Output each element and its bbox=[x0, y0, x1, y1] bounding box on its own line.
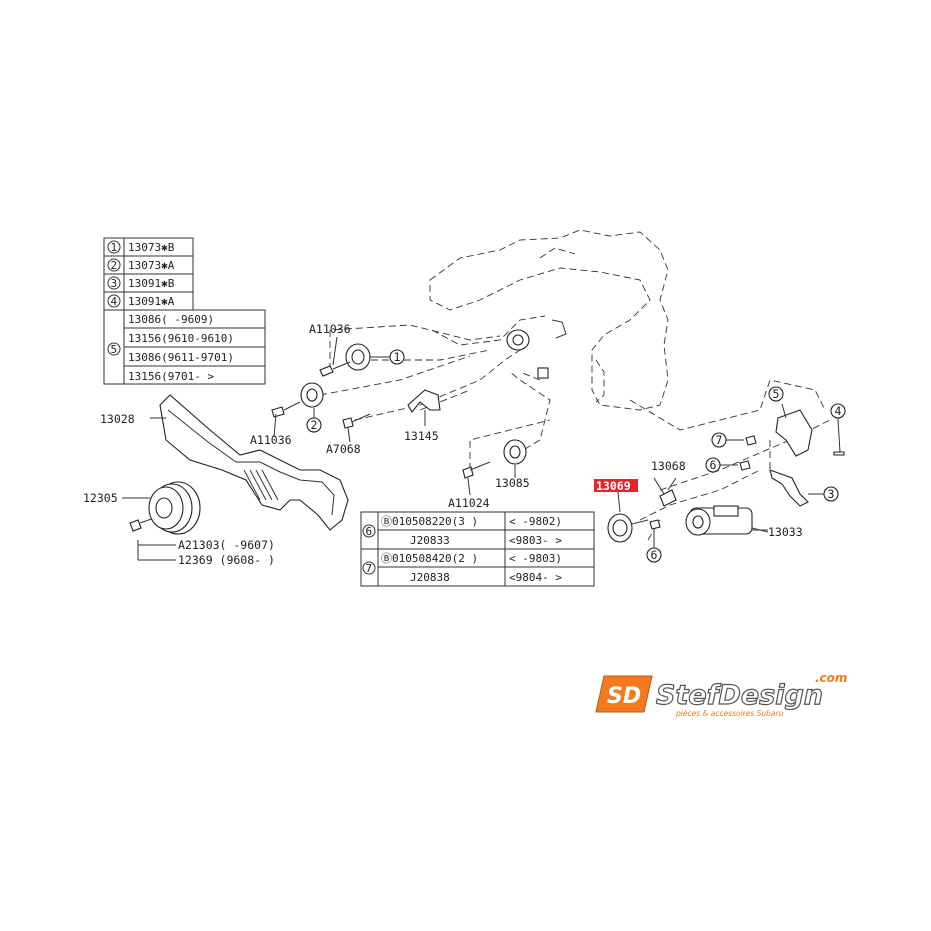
table2-date-7a: < -9803) bbox=[509, 552, 562, 565]
bolts bbox=[129, 361, 757, 532]
reference-table-2: 6 Ⓑ010508220(3 ) < -9802) J20833 <9803- … bbox=[360, 511, 595, 587]
callouts: 1 2 3 4 5 6 6 7 bbox=[306, 349, 846, 563]
tensioner-assembly-13033 bbox=[685, 505, 769, 536]
logo-domain: .com bbox=[815, 671, 847, 685]
table2-key-6: 6 bbox=[366, 525, 373, 538]
label-13028: 13028 bbox=[100, 412, 135, 426]
label-a21303: A21303( -9607) bbox=[178, 538, 275, 552]
label-a7068: A7068 bbox=[326, 442, 361, 456]
crank-pulley-12305 bbox=[148, 481, 201, 535]
table1-key-2: 2 bbox=[111, 259, 118, 272]
table1-key-1: 1 bbox=[111, 241, 118, 254]
label-13069: 13069 bbox=[596, 479, 631, 493]
leader-lines bbox=[122, 336, 839, 561]
idler-pulley-2 bbox=[300, 382, 324, 420]
table1-part-4: 13091✱A bbox=[128, 295, 175, 308]
callout-5: 5 bbox=[773, 387, 780, 401]
label-13145: 13145 bbox=[404, 429, 439, 443]
table1-key-4: 4 bbox=[111, 295, 118, 308]
routing-lines bbox=[319, 324, 831, 541]
table1-part-3: 13091✱B bbox=[128, 277, 175, 290]
reference-table-1: 1 13073✱B 2 13073✱A 3 13091✱B 4 13091✱A … bbox=[103, 237, 266, 385]
callout-4: 4 bbox=[835, 404, 842, 418]
table1-group-row-4: 13156(9701- > bbox=[128, 370, 214, 383]
label-a11024: A11024 bbox=[448, 496, 490, 510]
idler-pulley-1 bbox=[345, 343, 390, 371]
timing-belt-13028 bbox=[159, 394, 349, 531]
tensioner-pulley-13069 bbox=[607, 513, 649, 543]
part-labels: A11036 A11036 13028 12305 A21303( -9607)… bbox=[83, 322, 803, 567]
idler-pulley-top bbox=[506, 319, 567, 379]
table1-key-5: 5 bbox=[111, 343, 118, 356]
logo-mark-text: SD bbox=[607, 684, 641, 709]
label-13033: 13033 bbox=[768, 525, 803, 539]
table2-part-6a: Ⓑ010508220(3 ) bbox=[381, 515, 478, 528]
callout-6a: 6 bbox=[710, 458, 717, 472]
callout-6b: 6 bbox=[651, 548, 658, 562]
part-3-bracket bbox=[769, 469, 809, 507]
table2-key-7: 7 bbox=[366, 562, 373, 575]
callout-3: 3 bbox=[828, 487, 835, 501]
label-13068: 13068 bbox=[651, 459, 686, 473]
table2-part-7a: Ⓑ010508420(2 ) bbox=[381, 552, 478, 565]
label-a11036-mid: A11036 bbox=[250, 433, 292, 447]
callout-1: 1 bbox=[394, 350, 401, 364]
table1-part-2: 13073✱A bbox=[128, 259, 175, 272]
table2-date-6a: < -9802) bbox=[509, 515, 562, 528]
logo-brand: StefDesign bbox=[656, 680, 823, 711]
table2-part-7b: J20838 bbox=[410, 571, 450, 584]
table1-key-3: 3 bbox=[111, 277, 118, 290]
bracket-5 bbox=[775, 403, 813, 457]
logo-tagline: pièces & accessoires Subaru bbox=[675, 709, 784, 718]
table2-part-6b: J20833 bbox=[410, 534, 450, 547]
callout-7: 7 bbox=[716, 433, 723, 447]
label-a11036-top: A11036 bbox=[309, 322, 351, 336]
table2-date-6b: <9803- > bbox=[509, 534, 562, 547]
table1-group-row-3: 13086(9611-9701) bbox=[128, 351, 234, 364]
highlight-13069 bbox=[594, 479, 638, 492]
table1-group-row-2: 13156(9610-9610) bbox=[128, 332, 234, 345]
logo-mark-icon bbox=[595, 675, 653, 713]
label-12369: 12369 (9608- ) bbox=[178, 553, 275, 567]
stefdesign-logo: SD StefDesign .com pièces & accessoires … bbox=[595, 671, 847, 718]
engine-block-outline bbox=[429, 229, 669, 411]
idler-pulley-13085 bbox=[503, 439, 527, 478]
label-12305: 12305 bbox=[83, 491, 118, 505]
table2-date-7b: <9804- > bbox=[509, 571, 562, 584]
tensioner-bracket-13145 bbox=[407, 389, 441, 426]
label-13085: 13085 bbox=[495, 476, 530, 490]
table1-part-1: 13073✱B bbox=[128, 241, 175, 254]
table1-group-row-1: 13086( -9609) bbox=[128, 313, 214, 326]
part-4-pin bbox=[833, 419, 845, 456]
callout-2: 2 bbox=[311, 418, 318, 432]
